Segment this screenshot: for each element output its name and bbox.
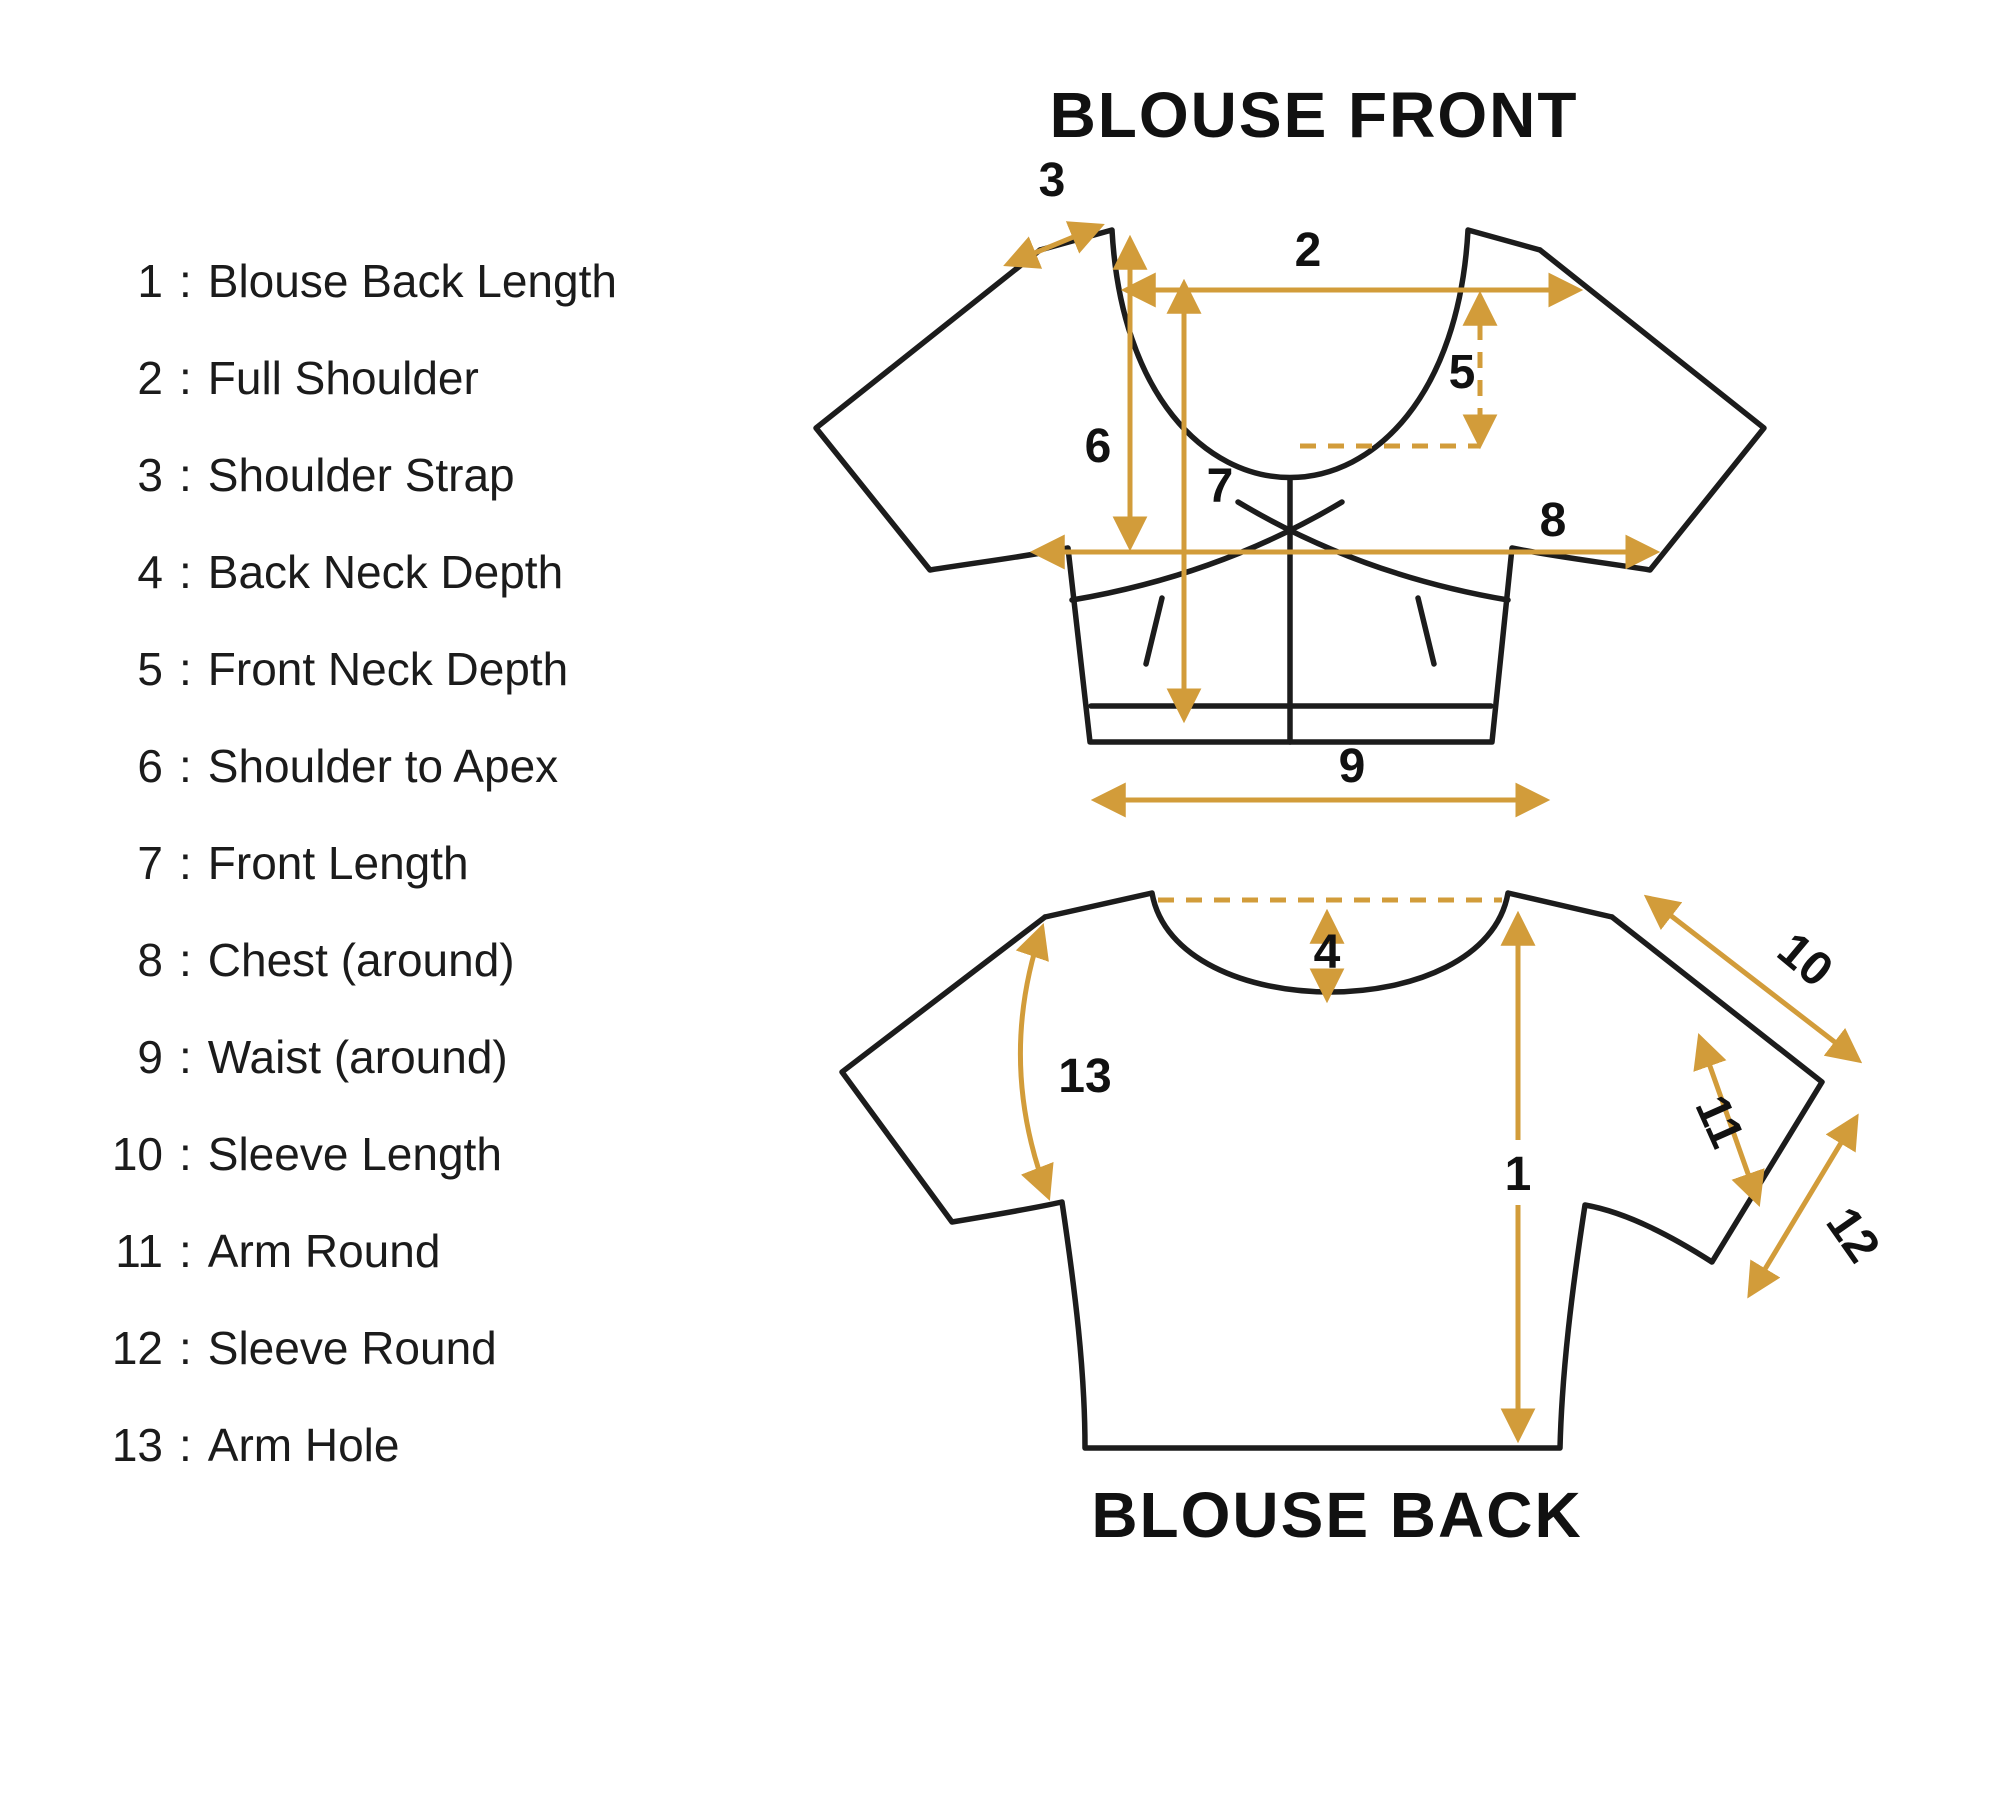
legend-item-label: Full Shoulder bbox=[207, 352, 479, 404]
legend-item: 6: Shoulder to Apex bbox=[85, 743, 705, 789]
legend-separator: : bbox=[179, 1031, 192, 1083]
legend-item: 2: Full Shoulder bbox=[85, 355, 705, 401]
legend-item-label: Front Length bbox=[207, 837, 469, 889]
legend-item-number: 6 bbox=[137, 740, 163, 792]
legend-item-number: 3 bbox=[137, 449, 163, 501]
legend-item-number: 8 bbox=[137, 934, 163, 986]
legend-item: 7: Front Length bbox=[85, 840, 705, 886]
legend-item: 5: Front Neck Depth bbox=[85, 646, 705, 692]
back-body-path bbox=[839, 914, 1825, 1451]
front-marker-7: 7 bbox=[1207, 460, 1234, 513]
legend-item-number: 4 bbox=[137, 546, 163, 598]
front-dart-left bbox=[1143, 595, 1165, 667]
legend-item-number: 12 bbox=[111, 1322, 163, 1374]
legend-item-label: Chest (around) bbox=[207, 934, 515, 986]
front-marker-8: 8 bbox=[1540, 494, 1567, 547]
legend-item-label: Sleeve Length bbox=[207, 1128, 502, 1180]
legend-separator: : bbox=[179, 1419, 192, 1471]
legend-item-number: 2 bbox=[137, 352, 163, 404]
legend-item: 3: Shoulder Strap bbox=[85, 452, 705, 498]
legend-item: 1: Blouse Back Length bbox=[85, 258, 705, 304]
measurement-legend: 1: Blouse Back Length 2: Full Shoulder 3: S… bbox=[85, 258, 705, 1519]
legend-item-label: Arm Round bbox=[207, 1225, 441, 1277]
back-arrow-arm-hole bbox=[1015, 923, 1054, 1201]
blouse-front-drawing: 3 2 5 6 7 8 9 bbox=[813, 154, 1767, 818]
legend-separator: : bbox=[179, 255, 192, 307]
back-marker-12: 12 bbox=[1816, 1198, 1890, 1272]
front-marker-2: 2 bbox=[1295, 224, 1322, 277]
legend-item: 4: Back Neck Depth bbox=[85, 549, 705, 595]
legend-item-label: Front Neck Depth bbox=[207, 643, 569, 695]
back-diagram-title: BLOUSE BACK bbox=[1091, 1479, 1583, 1551]
legend-separator: : bbox=[179, 934, 192, 986]
legend-separator: : bbox=[179, 643, 192, 695]
front-marker-9: 9 bbox=[1339, 740, 1366, 793]
legend-item-number: 1 bbox=[137, 255, 163, 307]
legend-item: 11: Arm Round bbox=[85, 1228, 705, 1274]
legend-separator: : bbox=[179, 1225, 192, 1277]
back-marker-11: 11 bbox=[1685, 1088, 1754, 1156]
legend-separator: : bbox=[179, 546, 192, 598]
legend-item-label: Waist (around) bbox=[207, 1031, 508, 1083]
front-arrow-shoulder-strap bbox=[1003, 221, 1105, 269]
legend-separator: : bbox=[179, 449, 192, 501]
legend-item-number: 7 bbox=[137, 837, 163, 889]
legend-item-label: Shoulder Strap bbox=[207, 449, 515, 501]
legend-item-label: Shoulder to Apex bbox=[207, 740, 559, 792]
front-marker-6: 6 bbox=[1085, 420, 1112, 473]
legend-item-label: Sleeve Round bbox=[207, 1322, 497, 1374]
legend-separator: : bbox=[179, 352, 192, 404]
legend-separator: : bbox=[179, 1128, 192, 1180]
back-marker-4: 4 bbox=[1314, 926, 1341, 979]
blouse-back-drawing: 4 13 1 10 11 12 bbox=[839, 890, 1890, 1451]
back-arrow-sleeve-round bbox=[1747, 1113, 1859, 1299]
front-diagram-title: BLOUSE FRONT bbox=[1049, 79, 1579, 151]
legend-item-number: 11 bbox=[115, 1225, 163, 1277]
front-marker-5: 5 bbox=[1449, 346, 1476, 399]
legend-item-label: Back Neck Depth bbox=[207, 546, 564, 598]
legend-separator: : bbox=[179, 740, 192, 792]
legend-item-label: Blouse Back Length bbox=[207, 255, 617, 307]
legend-item-number: 13 bbox=[111, 1419, 163, 1471]
legend-item: 8: Chest (around) bbox=[85, 937, 705, 983]
back-marker-1: 1 bbox=[1505, 1148, 1532, 1201]
legend-item: 12: Sleeve Round bbox=[85, 1325, 705, 1371]
back-marker-13: 13 bbox=[1058, 1050, 1111, 1103]
back-arrow-sleeve-length bbox=[1643, 894, 1863, 1064]
front-marker-3: 3 bbox=[1039, 154, 1066, 207]
legend-separator: : bbox=[179, 837, 192, 889]
legend-separator: : bbox=[179, 1322, 192, 1374]
legend-item-number: 5 bbox=[137, 643, 163, 695]
back-marker-10: 10 bbox=[1767, 923, 1842, 998]
legend-item-number: 9 bbox=[137, 1031, 163, 1083]
legend-item: 10: Sleeve Length bbox=[85, 1131, 705, 1177]
legend-item: 13: Arm Hole bbox=[85, 1422, 705, 1468]
legend-item-label: Arm Hole bbox=[207, 1419, 400, 1471]
front-dart-right bbox=[1415, 595, 1437, 667]
legend-item: 9: Waist (around) bbox=[85, 1034, 705, 1080]
legend-item-number: 10 bbox=[111, 1128, 163, 1180]
